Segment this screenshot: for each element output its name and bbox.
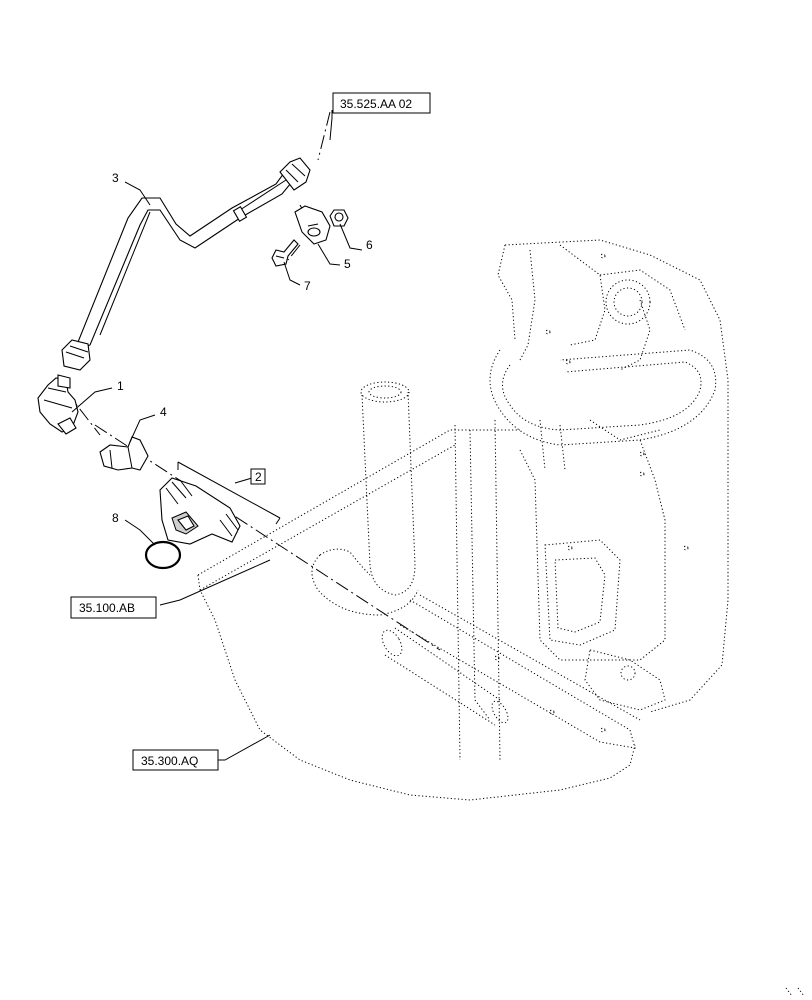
loader-frame-phantom — [399, 239, 729, 761]
callout-8: 8 — [112, 511, 119, 525]
part-7-screw — [271, 239, 299, 267]
ref-bottom-box — [132, 749, 219, 771]
callout-3: 3 — [112, 171, 119, 185]
callout-7: 7 — [304, 279, 311, 293]
ref-mid-box — [70, 596, 157, 619]
callout-labels: 3 1 4 8 6 5 7 2 — [112, 171, 373, 525]
part-5-clamp — [294, 205, 331, 245]
callout-1: 1 — [117, 379, 124, 393]
reference-labels: 35.525.AA 02 35.100.AB 35.300.AQ — [70, 92, 431, 771]
callout-2-box — [250, 468, 266, 485]
corner-mark — [785, 987, 805, 997]
leader-lines — [71, 110, 363, 761]
part-3-tube — [61, 157, 311, 371]
callout-4: 4 — [160, 405, 167, 419]
part-6-nut — [329, 209, 349, 227]
ref-mid-text: 35.100.AB — [79, 601, 135, 615]
ref-bottom-text: 35.300.AQ — [141, 754, 198, 768]
ref-top-box — [332, 92, 431, 114]
ref-top-text: 35.525.AA 02 — [340, 97, 412, 111]
part-8-o-ring — [144, 540, 182, 570]
part-1-elbow — [37, 374, 79, 435]
callout-5: 5 — [344, 257, 351, 271]
callout-2: 2 — [255, 470, 262, 484]
tank-body-phantom — [197, 381, 636, 801]
part-4-adapter — [99, 436, 149, 471]
callout-6: 6 — [366, 238, 373, 252]
part-2-tee — [159, 477, 241, 545]
